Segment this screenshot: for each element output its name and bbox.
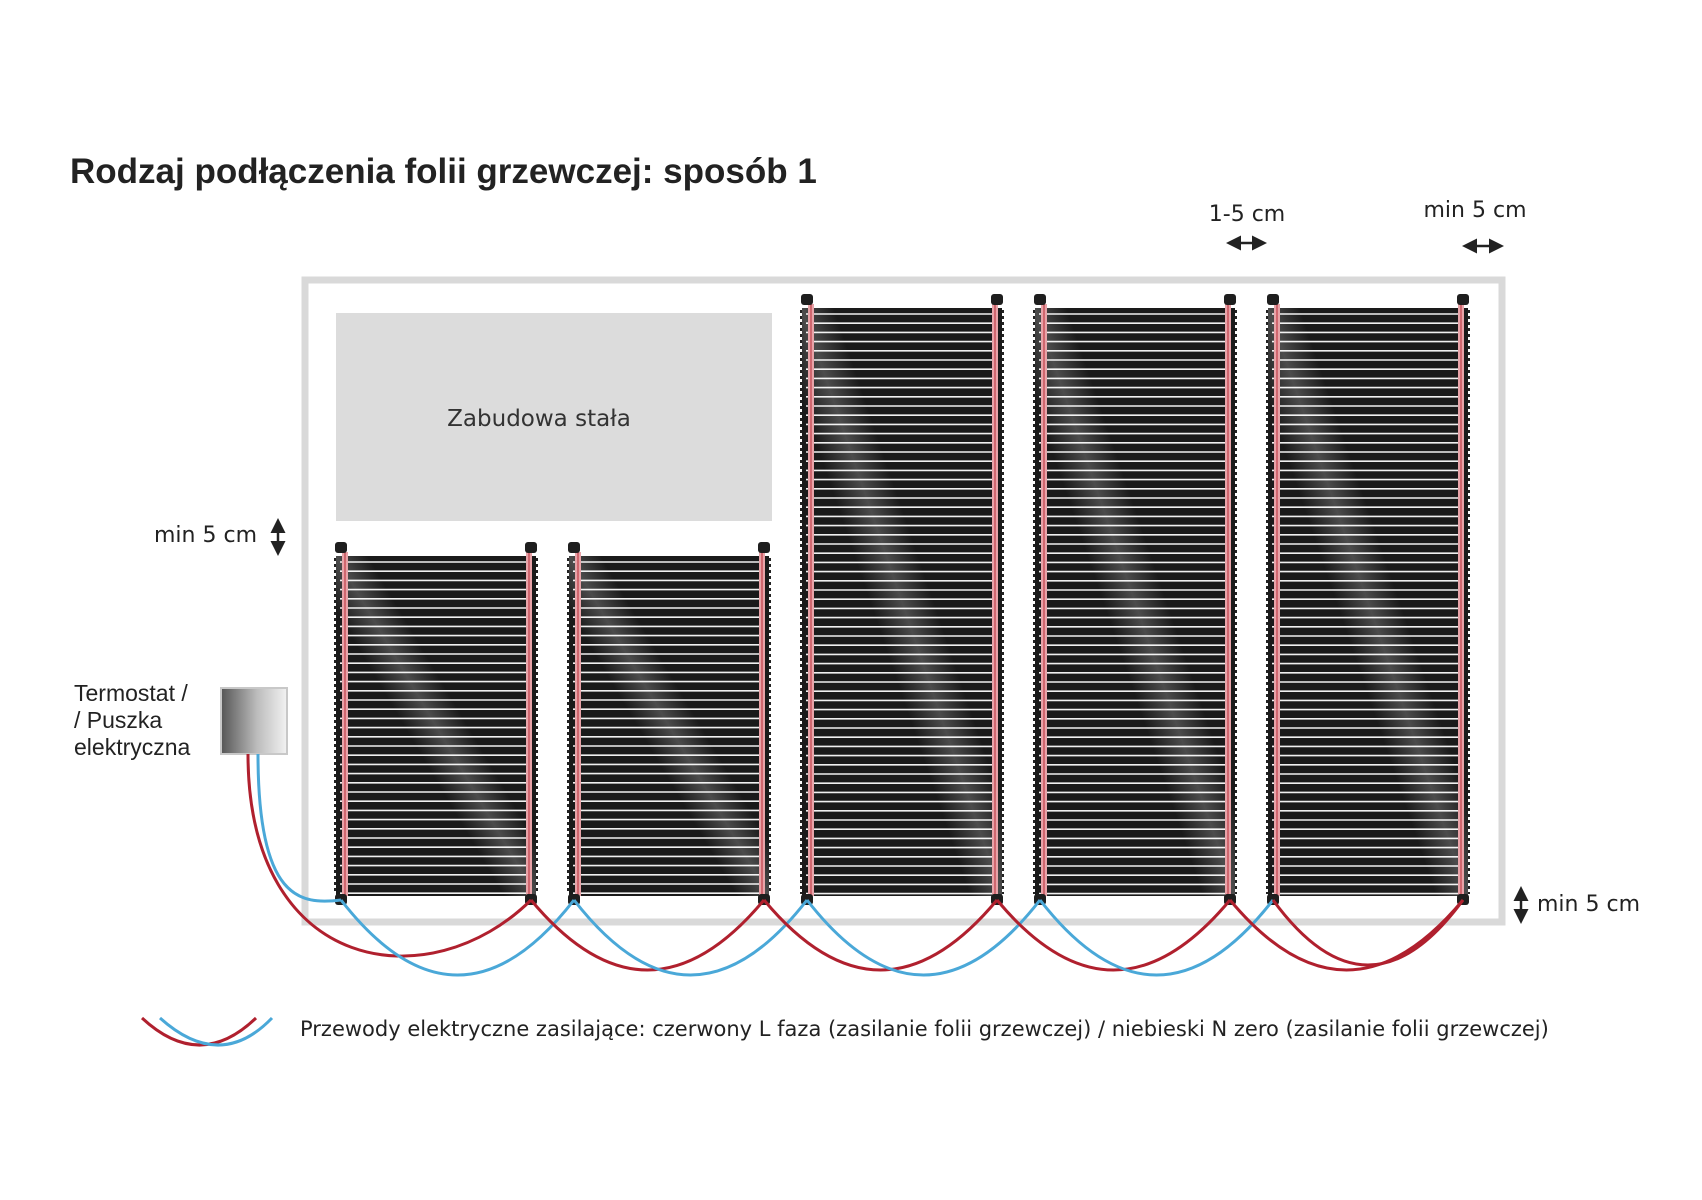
- thermostat-label-line-3: elektryczna: [74, 734, 191, 760]
- panel-sheen: [569, 556, 769, 896]
- legend-blue-wire: [158, 1016, 274, 1047]
- heating-film-panel: [334, 542, 538, 905]
- heating-film-panel: [1033, 294, 1237, 905]
- thermostat-label-line-2: / Puszka: [74, 707, 162, 733]
- panel-terminal: [991, 294, 1003, 305]
- blue-neutral-wire: [339, 899, 576, 977]
- gap-dimension-label: 1-5 cm: [1209, 202, 1285, 227]
- red-phase-wire: [1228, 899, 1465, 972]
- thermostat-box: [220, 687, 288, 755]
- panel-terminal: [758, 542, 770, 553]
- panel-terminal: [1267, 294, 1279, 305]
- panel-sheen: [1268, 308, 1468, 896]
- red-phase-wire: [529, 899, 766, 972]
- top-right-margin-label: min 5 cm: [1424, 198, 1527, 223]
- blue-neutral-wire: [1038, 899, 1275, 977]
- blue-neutral-wire: [805, 899, 1042, 977]
- fixed-area-label: Zabudowa stała: [447, 406, 631, 432]
- blue-neutral-wire: [572, 899, 809, 977]
- panel-terminal: [801, 294, 813, 305]
- red-phase-wire: [762, 899, 999, 972]
- thermostat-label-line-1: Termostat /: [74, 680, 188, 706]
- fixed-area: [336, 313, 772, 521]
- heating-film-panel: [1266, 294, 1470, 905]
- legend-red-wire: [140, 1016, 258, 1047]
- heating-film-panel: [800, 294, 1004, 905]
- power-wires: [246, 753, 1465, 977]
- panel-sheen: [336, 556, 536, 896]
- blue-neutral-wire: [256, 753, 342, 903]
- panel-terminal: [568, 542, 580, 553]
- panel-sheen: [1035, 308, 1235, 896]
- left-margin-label: min 5 cm: [154, 523, 257, 548]
- thermostat-label: Termostat / / Puszka elektryczna: [74, 680, 194, 760]
- panel-sheen: [802, 308, 1002, 896]
- bottom-margin-label: min 5 cm: [1537, 892, 1640, 917]
- panel-terminal: [335, 542, 347, 553]
- panel-terminal: [1457, 294, 1469, 305]
- legend-text: Przewody elektryczne zasilające: czerwon…: [300, 1017, 1549, 1041]
- heating-film-panels: [334, 294, 1470, 905]
- red-phase-wire: [246, 753, 533, 958]
- red-phase-wire: [995, 899, 1232, 972]
- diagram-title: Rodzaj podłączenia folii grzewczej: spos…: [70, 152, 817, 191]
- heating-film-panel: [567, 542, 771, 905]
- panel-terminal: [1034, 294, 1046, 305]
- panel-terminal: [1224, 294, 1236, 305]
- panel-terminal: [525, 542, 537, 553]
- red-phase-wire: [1271, 899, 1465, 967]
